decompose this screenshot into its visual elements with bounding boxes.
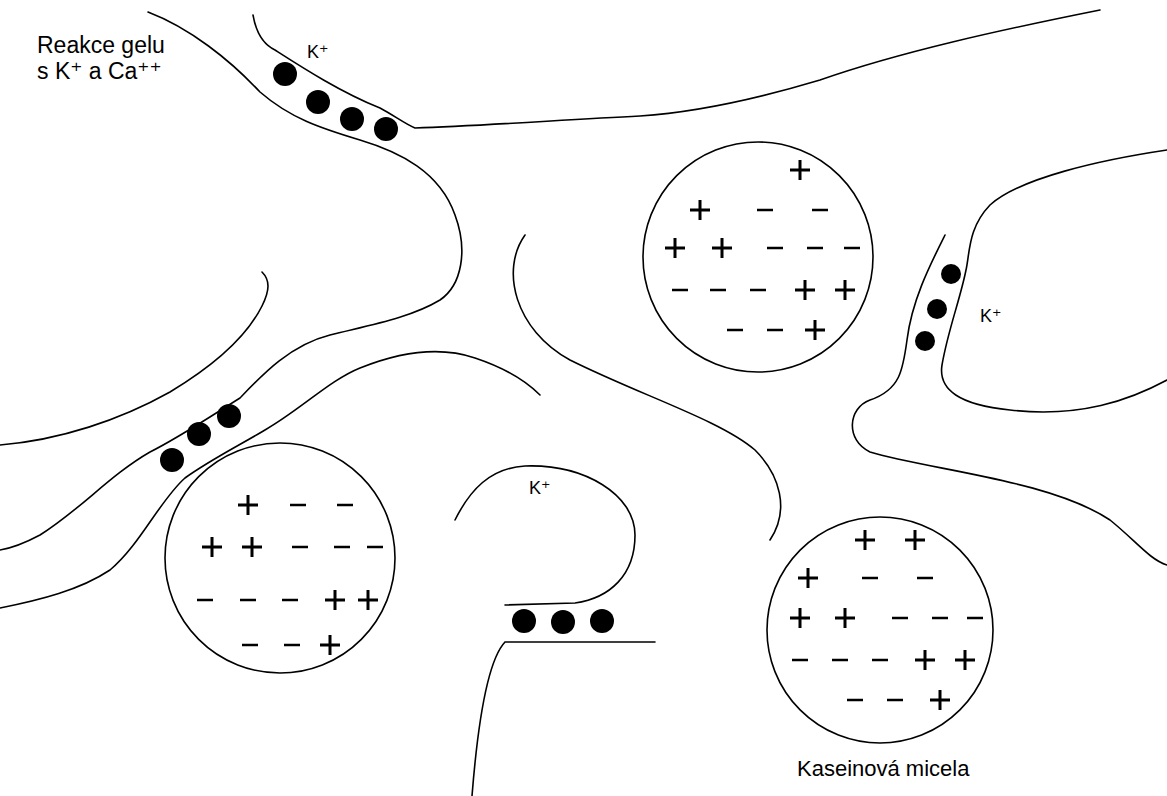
casein-micelle (643, 142, 873, 372)
potassium-ion (374, 117, 398, 141)
title-note: Reakce gelu s K⁺ a Ca⁺⁺ (35, 32, 179, 85)
potassium-ion (340, 107, 364, 131)
micelle-label: Kaseinová micela (795, 756, 971, 781)
potassium-ion (160, 448, 184, 472)
potassium-ion (590, 609, 614, 633)
potassium-ion (927, 299, 947, 319)
gel-strand (472, 642, 655, 796)
ion-label: K⁺ (527, 478, 553, 499)
potassium-ion (187, 422, 211, 446)
casein-micelle (165, 443, 395, 673)
gel-strand (513, 235, 780, 540)
gel-strand (0, 12, 462, 550)
potassium-ion (512, 609, 536, 633)
casein-micelle (767, 517, 993, 743)
plus-signs (790, 530, 975, 710)
plus-signs (665, 160, 855, 340)
minus-signs (792, 578, 983, 700)
potassium-ion (306, 90, 330, 114)
gel-strand (0, 272, 268, 445)
minus-signs (197, 505, 383, 645)
ion-label: K⁺ (305, 42, 331, 63)
plus-signs (202, 495, 378, 655)
potassium-ion (217, 404, 241, 428)
ion-label: K⁺ (978, 306, 1004, 327)
gel-strand (0, 352, 540, 608)
potassium-ion (915, 331, 935, 351)
gel-strand (253, 10, 1100, 128)
potassium-ion (273, 62, 297, 86)
gel-strand (942, 150, 1167, 412)
potassium-ion (551, 610, 575, 634)
potassium-ion (941, 264, 961, 284)
minus-signs (672, 210, 860, 330)
gel-strand (455, 466, 635, 605)
gel-strand (852, 235, 1167, 565)
